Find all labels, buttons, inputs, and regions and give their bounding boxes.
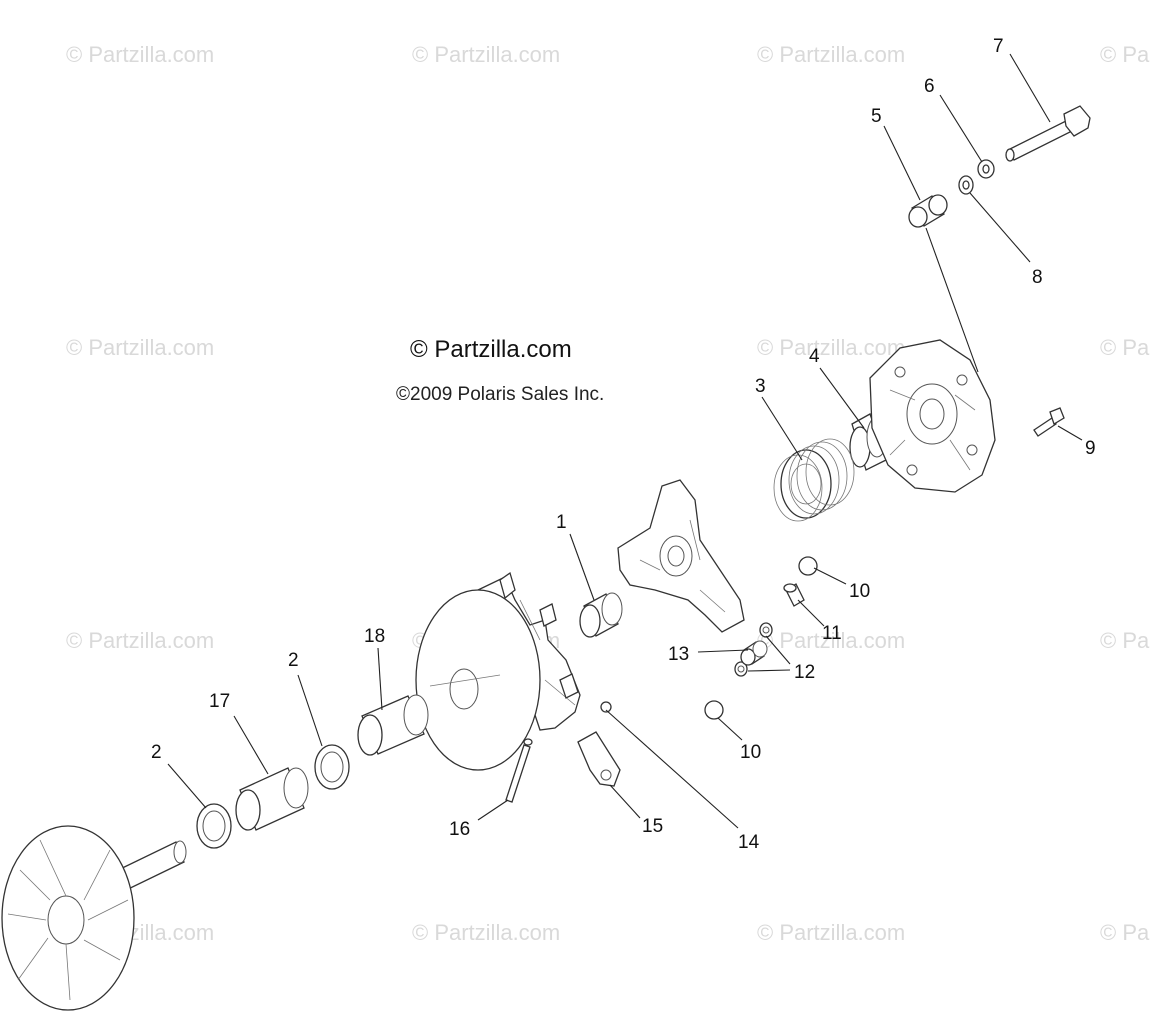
callout-3: 3 [755, 376, 766, 397]
watermark: © Partzilla.com [412, 42, 560, 67]
part-15-weight [577, 731, 621, 787]
callout-15: 15 [642, 816, 663, 837]
part-14-nut [600, 701, 612, 713]
part-9-screw [1033, 407, 1065, 437]
part-8-washer [958, 175, 974, 195]
part-2-washer [314, 744, 350, 790]
callout-12: 12 [794, 662, 815, 683]
part-17-bushing [235, 767, 309, 831]
part-6-washer [977, 159, 995, 179]
part-3-spring [773, 438, 855, 522]
callout-8: 8 [1032, 267, 1043, 288]
callout-11: 11 [822, 623, 842, 644]
part-2-washer [196, 803, 232, 849]
callout-2: 2 [288, 650, 299, 671]
watermark-partial: © Pa [1100, 335, 1150, 360]
part-18-bushing [357, 694, 429, 756]
watermark: © Partzilla.com [757, 920, 905, 945]
callout-1: 1 [556, 512, 567, 533]
copyright-publisher: ©2009 Polaris Sales Inc. [396, 384, 604, 405]
spider-cover [869, 339, 996, 493]
callout-14: 14 [738, 832, 760, 853]
watermark-partial: © Pa [1100, 920, 1150, 945]
watermark: © Partzilla.com [66, 628, 214, 653]
callout-2: 2 [151, 742, 162, 763]
callout-4: 4 [809, 346, 820, 367]
part-5-bushing [908, 194, 948, 228]
callout-6: 6 [924, 76, 935, 97]
watermark: © Partzilla.com [66, 335, 214, 360]
movable-sheave [415, 571, 581, 771]
callout-13: 13 [668, 644, 689, 665]
callout-labels: 7 6 5 8 4 3 9 1 10 11 13 12 10 14 15 16 … [151, 36, 1096, 853]
callout-17: 17 [209, 691, 230, 712]
watermark: © Partzilla.com [757, 335, 905, 360]
part-13-roller [740, 640, 768, 666]
watermark: © Partzilla.com [412, 920, 560, 945]
part-12-washer [734, 622, 773, 677]
part-1-bushing [579, 592, 623, 638]
copyright-site: © Partzilla.com [410, 336, 572, 363]
spider-assembly [617, 479, 745, 633]
watermark-partial: © Pa [1100, 628, 1150, 653]
part-10-button [704, 700, 724, 720]
callout-10: 10 [849, 581, 870, 602]
callout-9: 9 [1085, 438, 1096, 459]
watermark: © Partzilla.com [757, 42, 905, 67]
callout-5: 5 [871, 106, 882, 127]
fixed-sheave [1, 825, 187, 1011]
part-11-pin [783, 583, 805, 607]
leader-lines [167, 53, 1083, 829]
watermark: © Partzilla.com [66, 42, 214, 67]
watermark-partial: © Pa [1100, 42, 1150, 67]
part-16-bolt [505, 738, 533, 803]
callout-10: 10 [740, 742, 761, 763]
callout-16: 16 [449, 819, 470, 840]
callout-18: 18 [364, 626, 385, 647]
part-10-button [798, 556, 818, 576]
watermark: © Partzilla.com [757, 628, 905, 653]
part-7-bolt [1005, 105, 1091, 162]
callout-7: 7 [993, 36, 1004, 57]
